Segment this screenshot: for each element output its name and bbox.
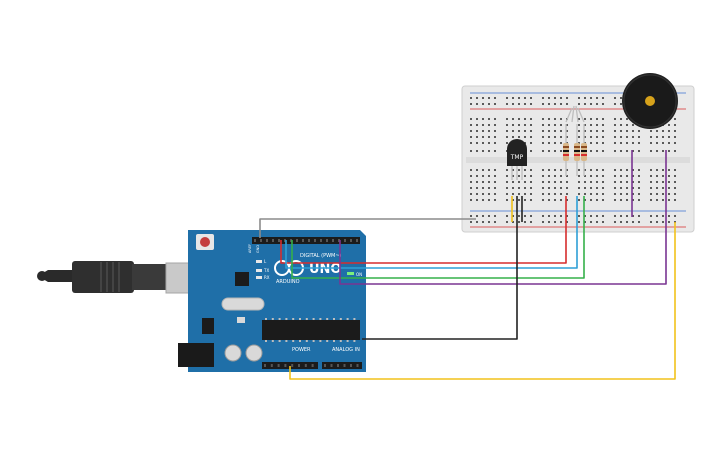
temperature-sensor[interactable]: TMP xyxy=(507,139,527,180)
capacitor-2 xyxy=(245,344,263,362)
resistor-2[interactable] xyxy=(574,124,580,176)
led-legs xyxy=(565,105,585,123)
wire-red[interactable] xyxy=(280,196,567,264)
board-name: UNO xyxy=(309,262,342,277)
crystal xyxy=(221,297,265,311)
power-jack xyxy=(178,343,214,367)
power-label: POWER xyxy=(292,347,311,353)
sensor-label: TMP xyxy=(510,154,524,161)
piezo-buzzer[interactable] xyxy=(622,73,678,129)
power-header xyxy=(262,362,318,369)
digital-pins xyxy=(254,239,358,242)
on-label: ON xyxy=(356,272,362,277)
resistor-1[interactable] xyxy=(563,124,569,176)
gnd-label: GND xyxy=(256,245,260,253)
usb-chip xyxy=(235,272,249,286)
digital-header xyxy=(252,237,360,244)
tx-label: TX xyxy=(263,268,269,273)
capacitor-1 xyxy=(224,344,242,362)
aref-label: AREF xyxy=(248,244,252,253)
brand-label: ARDUINO xyxy=(276,279,300,285)
power-led xyxy=(347,272,354,275)
rx-label: RX xyxy=(264,275,270,280)
reset-button-cap xyxy=(200,237,210,247)
digital-label: DIGITAL (PWM~) xyxy=(300,253,342,259)
wire-black[interactable] xyxy=(362,196,518,340)
wire-purple[interactable] xyxy=(339,150,667,285)
wires xyxy=(259,150,676,380)
microcontroller-chip xyxy=(262,320,360,340)
voltage-regulator xyxy=(202,318,214,334)
wire-green[interactable] xyxy=(291,196,585,279)
wire-gray-gnd[interactable] xyxy=(259,218,476,238)
wire-yellow[interactable] xyxy=(289,222,676,380)
resistor-3[interactable] xyxy=(581,124,587,176)
usb-cable[interactable] xyxy=(37,261,205,294)
analog-label: ANALOG IN xyxy=(332,347,360,353)
analog-header xyxy=(322,362,362,369)
wire-blue[interactable] xyxy=(285,196,578,269)
l-label: L xyxy=(264,259,267,264)
arduino-uno-board[interactable]: AREF GND DIGITAL (PWM~) L TX RX ON UNO A… xyxy=(178,230,366,372)
